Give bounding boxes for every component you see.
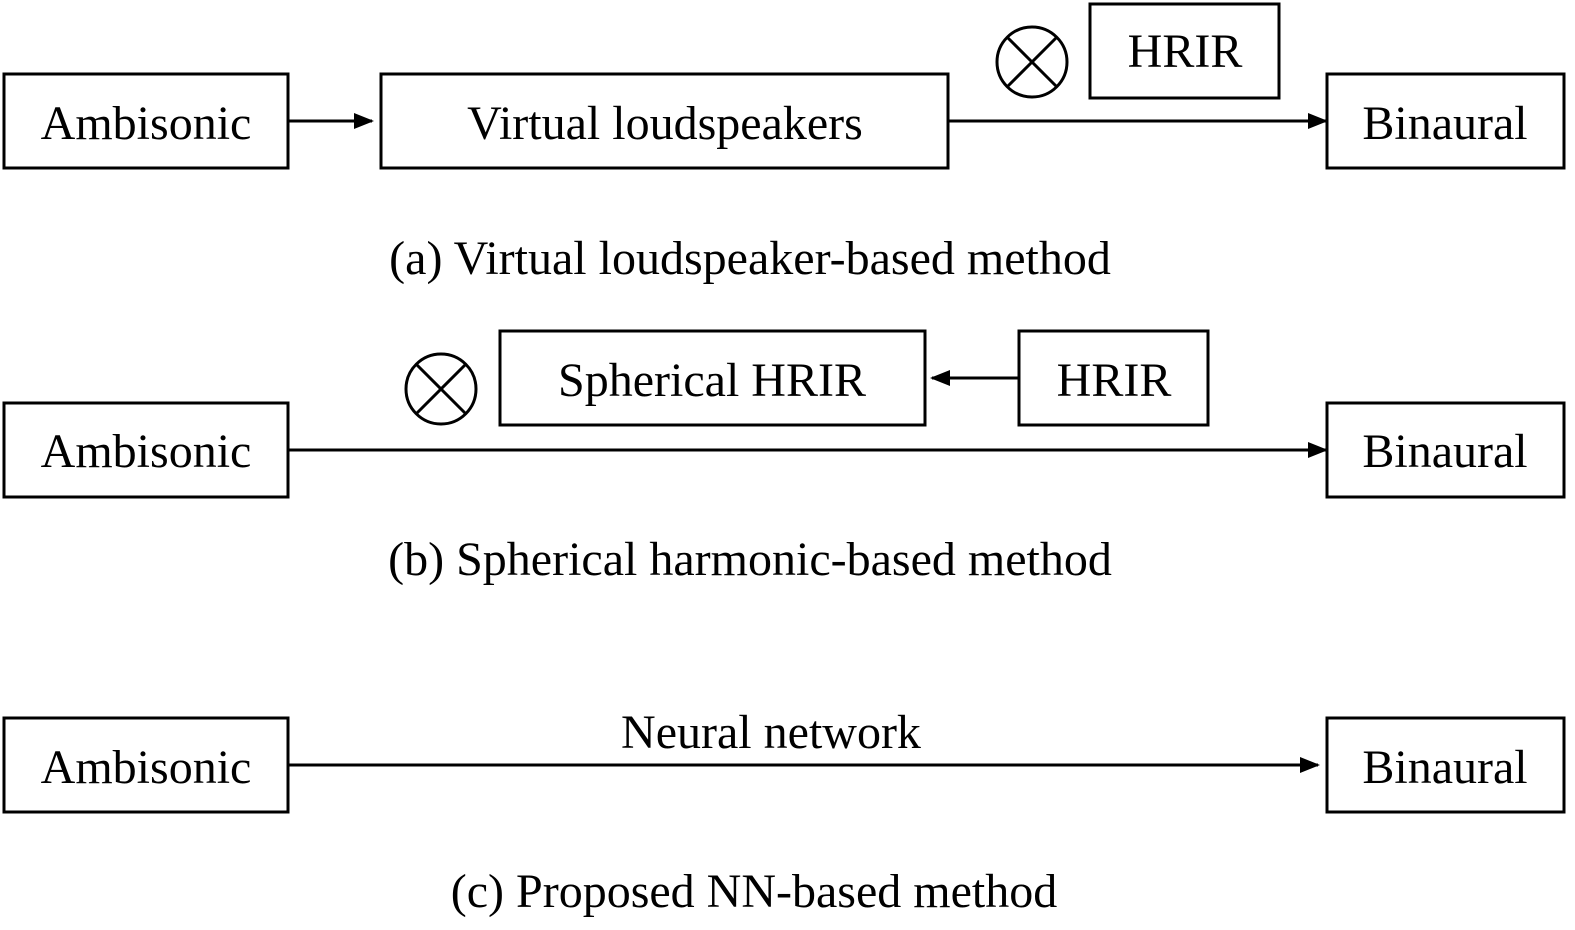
panel-a-hrir-box: HRIR (1088, 2, 1281, 100)
panel-b-caption: (b) Spherical harmonic-based method (388, 533, 1112, 586)
panel-c-binaural-label: Binaural (1362, 741, 1527, 794)
panel-a-binaural-box: Binaural (1325, 72, 1566, 170)
panel-b-spherical-hrir-label: Spherical HRIR (558, 354, 866, 407)
panel-b-binaural-label: Binaural (1362, 425, 1527, 478)
panel-c-binaural-box: Binaural (1325, 716, 1566, 814)
panel-b-binaural-box: Binaural (1325, 401, 1566, 499)
panel-a-hrir-label: HRIR (1128, 25, 1243, 78)
panel-b: Ambisonic Spherical HRIR HRIR Binaural (… (2, 329, 1566, 586)
panel-b-hrir-box: HRIR (1017, 329, 1210, 427)
panel-c-ambisonic-label: Ambisonic (41, 741, 252, 794)
panel-a-binaural-label: Binaural (1362, 97, 1527, 150)
convolution-operator-icon (404, 352, 478, 426)
panel-b-spherical-hrir-box: Spherical HRIR (498, 329, 927, 427)
panel-b-ambisonic-box: Ambisonic (2, 401, 290, 499)
panel-c: Ambisonic Neural network Binaural (c) Pr… (2, 706, 1566, 918)
panel-c-neural-network-label: Neural network (621, 706, 921, 759)
panel-b-ambisonic-label: Ambisonic (41, 425, 252, 478)
panel-b-hrir-label: HRIR (1057, 354, 1172, 407)
panel-a-ambisonic-box: Ambisonic (2, 72, 290, 170)
panel-a-caption: (a) Virtual loudspeaker-based method (389, 232, 1111, 285)
convolution-operator-icon (995, 25, 1069, 99)
panel-a: Ambisonic Virtual loudspeakers HRIR Bina… (2, 2, 1566, 285)
panel-a-ambisonic-label: Ambisonic (41, 97, 252, 150)
panel-a-virtual-loudspeakers-label: Virtual loudspeakers (467, 97, 863, 150)
panel-a-virtual-loudspeakers-box: Virtual loudspeakers (379, 72, 950, 170)
panel-c-ambisonic-box: Ambisonic (2, 716, 290, 814)
panel-c-caption: (c) Proposed NN-based method (451, 865, 1058, 918)
